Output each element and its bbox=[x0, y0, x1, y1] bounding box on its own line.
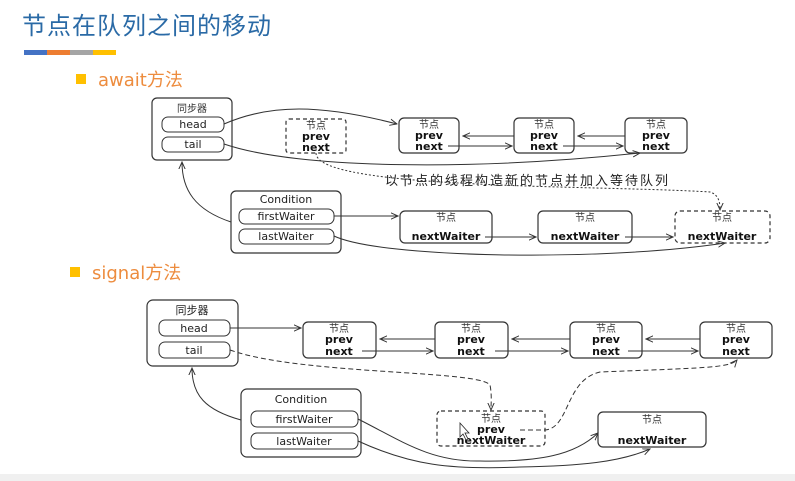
node-title: 节点 bbox=[306, 120, 326, 132]
node-next: next bbox=[415, 140, 443, 153]
node-title: 节点 bbox=[436, 212, 456, 224]
bullet-square-icon bbox=[70, 267, 80, 277]
sync-title: 同步器 bbox=[176, 304, 209, 317]
await-sync-node: 节点 prev next bbox=[398, 117, 460, 154]
node-prev: prev bbox=[642, 129, 671, 142]
await-condition-box: Condition firstWaiter lastWaiter bbox=[230, 190, 342, 254]
node-next-waiter: nextWaiter bbox=[412, 230, 481, 243]
await-heading: await方法 bbox=[76, 66, 183, 92]
node-title: 节点 bbox=[419, 119, 439, 131]
await-wait-node: 节点 nextWaiter bbox=[399, 210, 493, 244]
node-title: 节点 bbox=[329, 323, 349, 335]
node-next: next bbox=[457, 345, 485, 358]
accent-yellow bbox=[93, 50, 116, 55]
first-waiter-label: firstWaiter bbox=[275, 413, 333, 426]
node-next-waiter: nextWaiter bbox=[457, 434, 526, 447]
head-label: head bbox=[179, 118, 206, 131]
node-prev: prev bbox=[722, 333, 751, 346]
signal-sync-node: 节点 prev next bbox=[699, 321, 773, 359]
node-prev: prev bbox=[530, 129, 559, 142]
condition-title: Condition bbox=[260, 193, 313, 206]
node-next-waiter: nextWaiter bbox=[688, 230, 757, 243]
condition-title: Condition bbox=[275, 393, 328, 406]
accent-blue bbox=[24, 50, 47, 55]
slide-title: 节点在队列之间的移动 bbox=[22, 12, 272, 40]
node-next: next bbox=[302, 141, 330, 154]
first-waiter-label: firstWaiter bbox=[257, 210, 315, 223]
signal-sync-box: 同步器 head tail bbox=[146, 299, 239, 367]
node-title: 节点 bbox=[461, 323, 481, 335]
node-prev: prev bbox=[592, 333, 621, 346]
node-title: 节点 bbox=[596, 323, 616, 335]
signal-sync-node: 节点 prev next bbox=[434, 321, 509, 359]
await-wait-node: 节点 nextWaiter bbox=[537, 210, 633, 244]
last-waiter-label: lastWaiter bbox=[258, 230, 314, 243]
await-sync-box: 同步器 head tail bbox=[151, 97, 233, 161]
node-prev: prev bbox=[415, 129, 444, 142]
node-next: next bbox=[642, 140, 670, 153]
last-waiter-label: lastWaiter bbox=[276, 435, 332, 448]
node-next: next bbox=[722, 345, 750, 358]
signal-sync-node: 节点 prev next bbox=[302, 321, 377, 359]
node-title: 节点 bbox=[646, 119, 666, 131]
node-prev: prev bbox=[325, 333, 354, 346]
head-label: head bbox=[180, 322, 207, 335]
await-ghost-node: 节点 prev next bbox=[285, 118, 347, 154]
await-sync-node: 节点 prev next bbox=[513, 117, 575, 154]
sync-title: 同步器 bbox=[177, 103, 207, 115]
bottom-bar bbox=[0, 474, 795, 481]
signal-diagram: 同步器 head tail 节点 prev next 节点 prev next … bbox=[146, 299, 773, 469]
node-title: 节点 bbox=[712, 212, 732, 224]
await-heading-text: await方法 bbox=[98, 70, 183, 91]
mouse-cursor-icon bbox=[459, 421, 470, 441]
node-prev: prev bbox=[457, 333, 486, 346]
await-sync-node: 节点 prev next bbox=[624, 117, 688, 154]
signal-heading: signal方法 bbox=[70, 259, 181, 285]
signal-heading-text: signal方法 bbox=[92, 263, 182, 284]
node-next: next bbox=[592, 345, 620, 358]
node-title: 节点 bbox=[726, 323, 746, 335]
signal-sync-node: 节点 prev next bbox=[569, 321, 643, 359]
node-prev: prev bbox=[302, 130, 331, 143]
accent-bar bbox=[24, 50, 116, 55]
node-next: next bbox=[530, 140, 558, 153]
signal-wait-node: 节点 nextWaiter bbox=[597, 411, 707, 448]
node-title: 节点 bbox=[642, 414, 662, 426]
tail-label: tail bbox=[184, 138, 201, 151]
head-field bbox=[161, 116, 225, 133]
signal-moving-node: 节点 prev nextWaiter bbox=[436, 410, 546, 447]
node-title: 节点 bbox=[575, 212, 595, 224]
bullet-square-icon bbox=[76, 74, 86, 84]
await-note: 以节点的线程构造新的节点并加入等待队列 bbox=[385, 173, 670, 189]
accent-orange bbox=[47, 50, 70, 55]
await-diagram: 同步器 head tail 节点 prev next 节点 prev next … bbox=[151, 97, 771, 256]
node-title: 节点 bbox=[481, 413, 501, 425]
signal-condition-box: Condition firstWaiter lastWaiter bbox=[240, 388, 362, 458]
node-next: next bbox=[325, 345, 353, 358]
tail-label: tail bbox=[185, 344, 202, 357]
node-next-waiter: nextWaiter bbox=[618, 434, 687, 447]
node-title: 节点 bbox=[534, 119, 554, 131]
await-wait-node-new: 节点 nextWaiter bbox=[674, 210, 771, 244]
node-prev: prev bbox=[477, 423, 506, 436]
accent-gray bbox=[70, 50, 93, 55]
node-next-waiter: nextWaiter bbox=[551, 230, 620, 243]
